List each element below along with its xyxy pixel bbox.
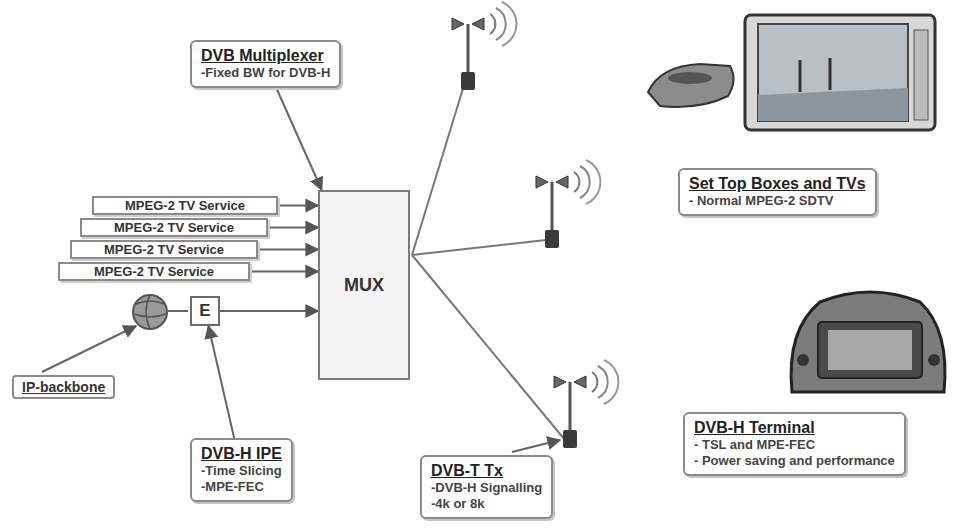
- service-box: MPEG-2 TV Service: [92, 196, 278, 215]
- leader-line: [42, 326, 136, 372]
- node-title: DVB-T Tx: [431, 461, 542, 480]
- callout-box: DVB-T Tx-DVB-H Signalling-4k or 8k: [420, 455, 553, 519]
- connector-arrow: [258, 249, 318, 251]
- broadcast-wire: [412, 240, 546, 255]
- backbone-wire: [167, 310, 188, 312]
- node-title: E: [199, 301, 210, 321]
- callout-box: Set Top Boxes and TVs- Normal MPEG-2 SDT…: [678, 168, 877, 216]
- node-title: DVB-H IPE: [201, 444, 282, 463]
- transmitter-tower: [536, 160, 600, 248]
- node-title: DVB-H Terminal: [694, 418, 895, 437]
- backbone-box: IP-backbone: [12, 375, 115, 399]
- callout-box: DVB Multiplexer-Fixed BW for DVB-H: [190, 40, 341, 88]
- callout-box: DVB-H IPE-Time Slicing-MPE-FEC: [190, 438, 293, 502]
- callout-box: DVB-H Terminal- TSL and MPE-FEC- Power s…: [683, 412, 906, 476]
- connector-arrow: [250, 271, 318, 273]
- node-title: MUX: [344, 275, 384, 296]
- node-title: IP-backbone: [22, 379, 105, 395]
- globe-icon: [133, 295, 167, 329]
- transmitter-tower: [452, 2, 516, 90]
- broadcast-wire: [412, 255, 565, 440]
- set-top-box: [648, 64, 734, 107]
- service-box: MPEG-2 TV Service: [70, 240, 258, 259]
- tv-set: [745, 15, 935, 130]
- node-title: DVB Multiplexer: [201, 46, 330, 65]
- mux-box: MUX: [318, 190, 410, 380]
- node-note: -Fixed BW for DVB-H: [201, 65, 330, 81]
- node-note: - Normal MPEG-2 SDTV: [689, 193, 866, 209]
- node-note: -4k or 8k: [431, 496, 542, 512]
- node-note: - TSL and MPE-FEC: [694, 437, 895, 453]
- connector-arrow: [276, 88, 321, 190]
- handheld-terminal: [791, 292, 945, 392]
- broadcast-wire: [412, 82, 465, 255]
- node-title: Set Top Boxes and TVs: [689, 174, 866, 193]
- node-title: MPEG-2 TV Service: [80, 242, 248, 257]
- node-note: -DVB-H Signalling: [431, 480, 542, 496]
- connector-arrow: [220, 310, 318, 312]
- encapsulator-box: E: [190, 296, 220, 326]
- leader-line: [512, 440, 560, 452]
- node-title: MPEG-2 TV Service: [102, 198, 268, 213]
- node-title: MPEG-2 TV Service: [68, 264, 240, 279]
- service-box: MPEG-2 TV Service: [80, 218, 268, 237]
- transmitter-tower: [554, 360, 618, 448]
- connector-arrow: [278, 205, 318, 207]
- node-title: MPEG-2 TV Service: [90, 220, 258, 235]
- connector-arrow: [268, 227, 318, 229]
- connector-arrow: [208, 326, 234, 438]
- node-note: - Power saving and performance: [694, 453, 895, 469]
- service-box: MPEG-2 TV Service: [58, 262, 250, 281]
- node-note: -MPE-FEC: [201, 479, 282, 495]
- node-note: -Time Slicing: [201, 463, 282, 479]
